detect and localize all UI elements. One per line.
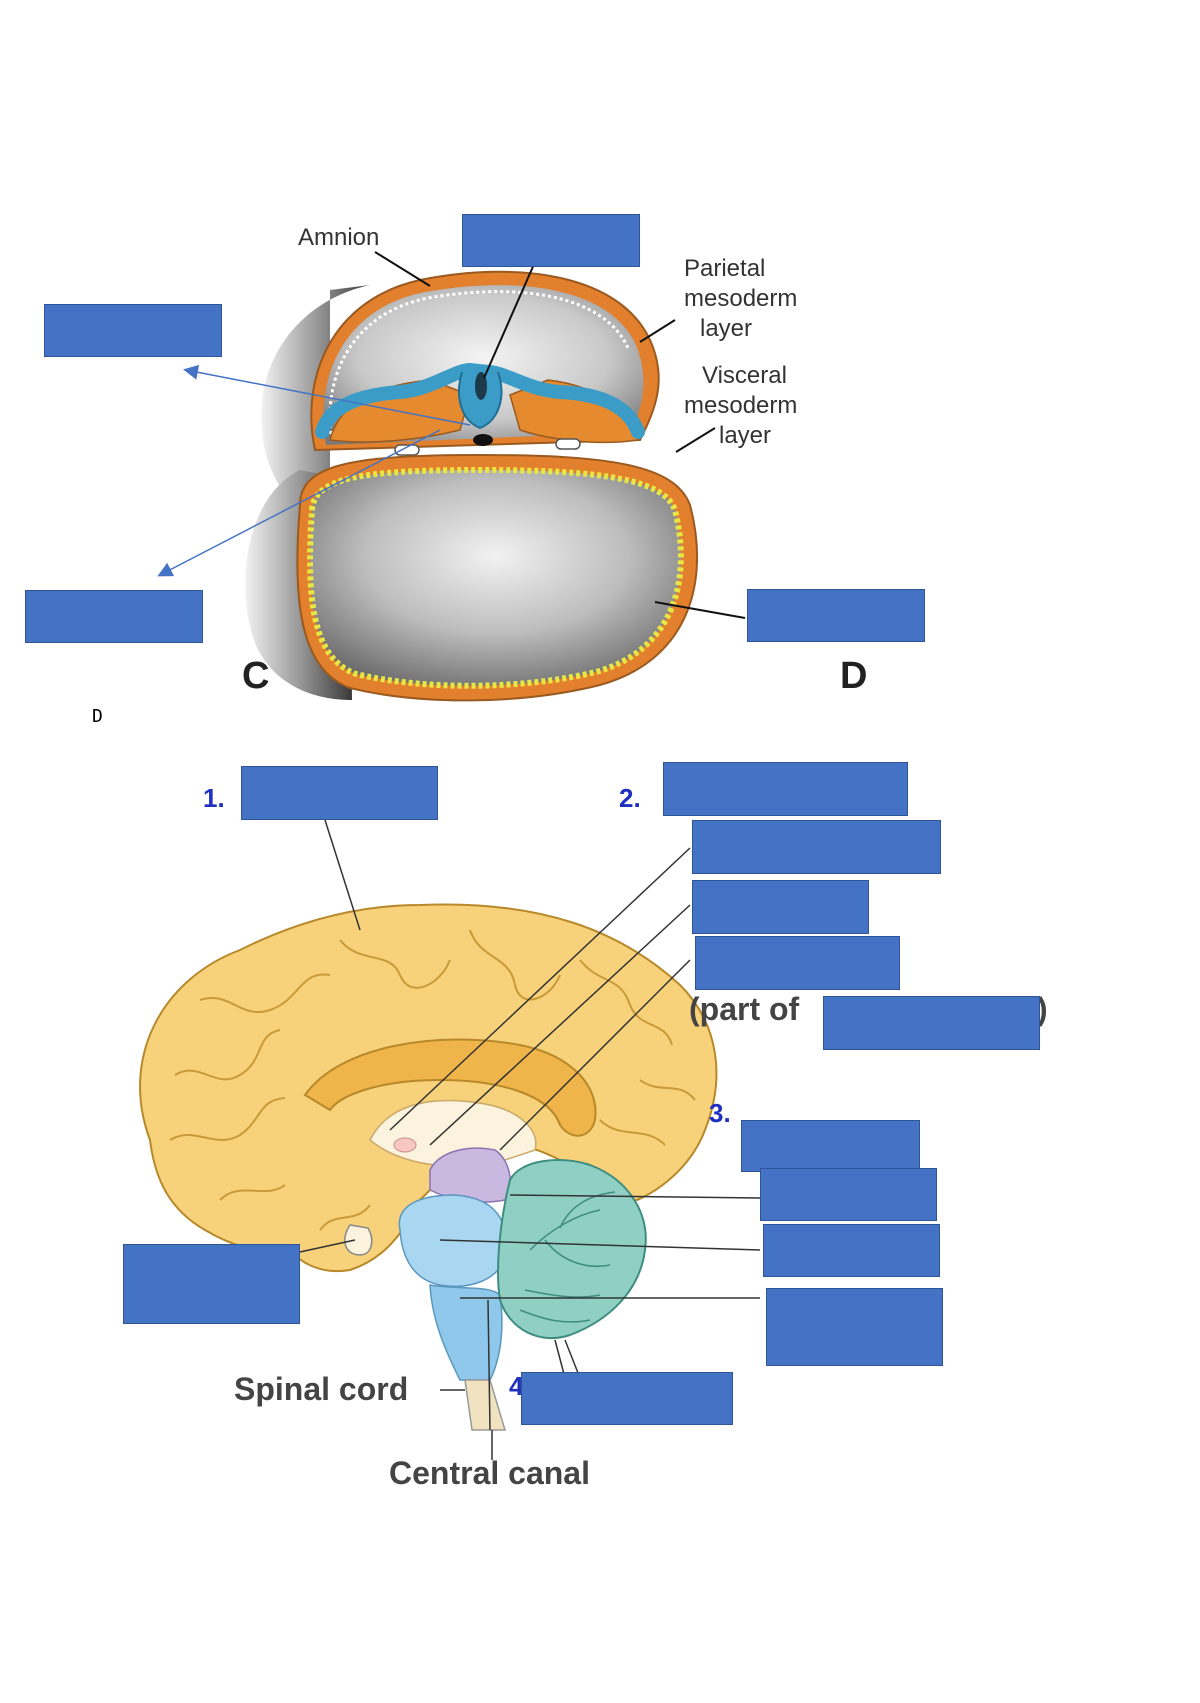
answer-box-brain-2a[interactable] — [692, 820, 941, 874]
answer-box-brain-1[interactable] — [241, 766, 438, 820]
answer-box-brain-2b[interactable] — [692, 880, 869, 934]
brain-leader-lines — [299, 819, 761, 1460]
notochord — [473, 434, 493, 446]
visceral-label-line1: Visceral — [702, 362, 787, 389]
answer-box-brain-2[interactable] — [663, 762, 908, 816]
corpus-callosum — [303, 1038, 597, 1137]
amnion-label: Amnion — [298, 224, 379, 251]
brain-number-2: 2. — [619, 783, 641, 813]
ectoderm-layer — [315, 362, 645, 439]
visceral-label-line2: mesoderm — [684, 392, 797, 419]
dorsal-aorta-right — [555, 438, 581, 450]
answer-box-embryo-yolk[interactable] — [747, 589, 925, 642]
page-letter: D — [92, 706, 103, 727]
letter-d-label: D — [840, 655, 867, 697]
midbrain — [429, 1147, 511, 1203]
medulla-oblongata — [429, 1284, 503, 1381]
letter-c-label: C — [242, 655, 269, 697]
pituitary-gland — [344, 1224, 373, 1256]
pineal-body — [393, 1137, 417, 1153]
spinal-cord-label: Spinal cord — [234, 1371, 408, 1407]
answer-box-embryo-top[interactable] — [462, 214, 640, 267]
brain-sagittal-section: 1. 2. 3. 4 (part of ) Spinal cord Centra… — [139, 783, 1048, 1491]
central-canal-label: Central canal — [389, 1455, 590, 1491]
answer-box-embryo-upper-left[interactable] — [44, 304, 222, 357]
answer-box-brain-3c[interactable] — [766, 1288, 943, 1366]
yolk-cavity — [310, 470, 681, 686]
visceral-label-line3: layer — [719, 422, 771, 449]
arrow-to-lower-left-box — [157, 429, 441, 577]
visceral-leader — [675, 427, 716, 453]
cerebellum-arbor-vitae — [519, 1191, 616, 1323]
arrow-to-upper-left-box — [183, 364, 471, 426]
answer-box-brain-2c[interactable] — [695, 936, 900, 990]
brain-number-4: 4 — [509, 1371, 524, 1401]
parietal-label-line2: mesoderm — [684, 285, 797, 312]
central-canal-line — [487, 1299, 491, 1431]
answer-box-brain-left[interactable] — [123, 1244, 300, 1324]
answer-box-brain-4[interactable] — [521, 1372, 733, 1425]
embryo-cross-section: Amnion Parietal mesoderm layer Visceral … — [157, 224, 867, 702]
answer-box-brain-3[interactable] — [741, 1120, 920, 1172]
parietal-label-line1: Parietal — [684, 255, 765, 282]
cerebellum — [497, 1159, 647, 1340]
endoderm-dotted-layer — [307, 466, 684, 689]
neural-groove-lumen — [475, 372, 487, 400]
answer-box-embryo-lower-left[interactable] — [25, 590, 203, 643]
brain-number-3: 3. — [709, 1098, 731, 1128]
dorsal-aorta-left — [394, 444, 420, 456]
answer-box-brain-part-of[interactable] — [823, 996, 1040, 1050]
neural-groove — [458, 371, 503, 430]
answer-box-brain-3b[interactable] — [763, 1224, 940, 1277]
parietal-leader — [639, 319, 676, 343]
top-box-leader — [483, 261, 536, 379]
brain-number-1: 1. — [203, 783, 225, 813]
close-paren-label: ) — [1037, 991, 1048, 1027]
parietal-label-line3: layer — [700, 315, 752, 342]
spinal-cord — [464, 1379, 507, 1431]
part-of-label: (part of — [689, 991, 800, 1027]
yolk-box-leader — [654, 601, 746, 619]
answer-box-brain-3a[interactable] — [760, 1168, 937, 1221]
cerebrum-gyri — [169, 929, 696, 1231]
amnion-leader — [374, 251, 431, 287]
